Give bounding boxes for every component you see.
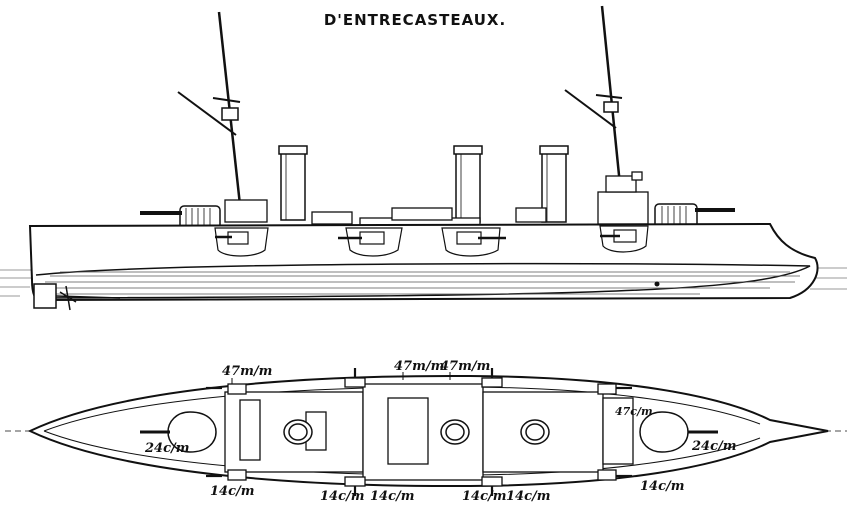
funnel-fore [278, 145, 308, 221]
secondary-guns-side [215, 234, 620, 240]
label-24cm-fore: 24c/m [144, 441, 190, 456]
plan-view: 47m/m 47m/m 47m/m 47c/m 24c/m 24c/m 14c/… [5, 359, 847, 504]
armour-belt [35, 262, 811, 299]
label-14cm-d: 14c/m [506, 489, 551, 504]
diagram-title: D'ENTRECASTEAUX. [324, 11, 506, 29]
label-47mm-mid-b: 47m/m [440, 359, 490, 374]
funnel-mid [453, 145, 483, 223]
casemates-side [214, 225, 649, 257]
side-elevation [0, 5, 847, 311]
plan-sponsons [227, 377, 617, 487]
label-24cm-aft: 24c/m [691, 439, 737, 454]
rudder-propeller [33, 283, 121, 311]
leader-lines [231, 372, 451, 384]
plan-aft-turret [639, 411, 718, 453]
label-14cm-port-fore: 14c/m [210, 484, 255, 499]
label-14cm-starboard-aft: 14c/m [640, 479, 685, 494]
label-14cm-c: 14c/m [462, 489, 507, 504]
main-mast [564, 5, 623, 186]
plan-funnels [283, 419, 550, 445]
armour-belt-hatching [42, 271, 800, 295]
hull [28, 222, 819, 302]
plan-secondary-guns [206, 368, 632, 496]
label-47mm-mid-a: 47m/m [394, 359, 444, 374]
label-14cm-b: 14c/m [370, 489, 415, 504]
label-14cm-a: 14c/m [320, 489, 365, 504]
fore-mast [177, 11, 242, 206]
plan-fore-turret [140, 411, 217, 453]
porthole-fore [654, 281, 660, 287]
label-47cm-stern: 47c/m [615, 405, 653, 418]
label-47mm-port-fore: 47m/m [222, 364, 272, 379]
